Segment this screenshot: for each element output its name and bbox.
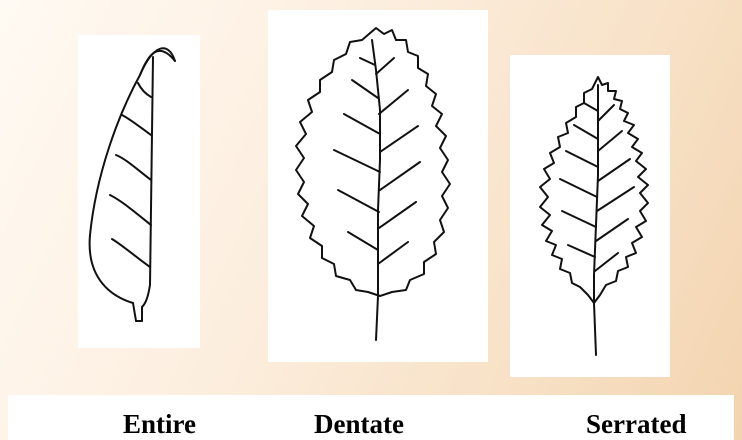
- dentate-leaf-panel: [268, 10, 488, 362]
- label-dentate: Dentate: [314, 409, 404, 439]
- serrated-leaf-midrib: [594, 85, 598, 355]
- serrated-leaf-panel: [510, 55, 670, 377]
- label-serrated: Serrated: [586, 409, 686, 439]
- label-entire: Entire: [123, 409, 196, 439]
- entire-leaf-drawing: [78, 35, 200, 348]
- entire-leaf-panel: [78, 35, 200, 348]
- entire-leaf-left-edge: [90, 51, 175, 303]
- dentate-leaf-outline: [296, 28, 450, 296]
- label-band: Entire Dentate Serrated: [8, 395, 734, 440]
- entire-leaf-tip: [140, 48, 175, 75]
- serrated-leaf-drawing: [510, 55, 670, 377]
- entire-leaf-petiole-left: [133, 303, 136, 321]
- dentate-leaf-drawing: [268, 10, 488, 362]
